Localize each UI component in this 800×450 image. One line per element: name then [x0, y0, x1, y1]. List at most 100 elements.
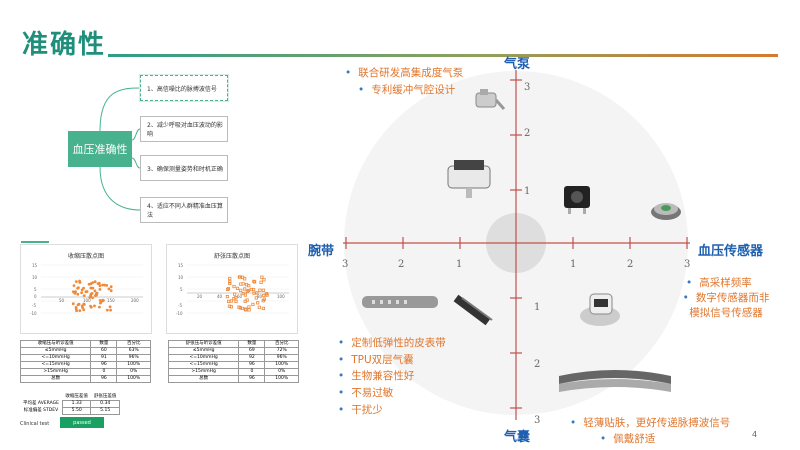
- scatter-point: [228, 281, 232, 286]
- scatter-point: [98, 288, 102, 291]
- svg-text:-10: -10: [30, 311, 37, 316]
- title-divider: [108, 54, 778, 57]
- scatter-point: [96, 282, 100, 285]
- svg-text:5: 5: [34, 287, 37, 292]
- strap-photo: [362, 296, 438, 308]
- pump-bullet-2: 专利缓冲气腔设计: [358, 82, 455, 97]
- clinical-test-label: Clinical test: [20, 421, 50, 427]
- scatter-point: [99, 300, 103, 304]
- scatter-point: [229, 299, 234, 303]
- sensor-bullet-2: 数字传感器而非模拟信号传感器: [678, 291, 774, 321]
- scatter-point: [89, 305, 93, 309]
- tick-right-3: 3: [684, 259, 691, 270]
- page-number: 4: [752, 430, 758, 439]
- scatter-point: [93, 304, 96, 308]
- scatter-point: [87, 282, 91, 286]
- scatter-point: [258, 288, 262, 292]
- svg-text:-10: -10: [176, 311, 183, 316]
- scatter-point: [82, 294, 86, 297]
- scatter-point: [80, 288, 84, 292]
- scatter-point: [239, 288, 243, 293]
- scatter-point: [74, 290, 77, 294]
- scatter-point: [229, 305, 233, 309]
- tick-top-2: 2: [524, 128, 531, 139]
- svg-text:5: 5: [180, 287, 183, 292]
- scatter-point: [227, 304, 232, 308]
- scatter-point: [262, 293, 266, 298]
- scatter-point: [95, 293, 98, 297]
- scatter-point: [261, 306, 265, 311]
- scatter-point: [243, 293, 247, 297]
- axis-label-sensor: 血压传感器: [698, 244, 764, 259]
- scatter-point: [241, 275, 245, 279]
- scatter-point: [76, 303, 80, 307]
- svg-text:-5: -5: [32, 303, 36, 308]
- page-title: 准确性: [22, 30, 107, 60]
- strap-bullet-5: 干扰少: [338, 402, 383, 417]
- axis-label-pump: 气泵: [504, 57, 531, 72]
- mindmap-node-1: 1、高信噪比的脉搏波信号: [139, 74, 229, 102]
- tick-bottom-3: 3: [534, 415, 541, 426]
- scatter-point: [108, 305, 112, 309]
- strap-bullet-3: 生物兼容性好: [338, 368, 414, 383]
- scatter-point: [84, 290, 88, 294]
- scatter-point: [228, 276, 232, 281]
- scatter-point: [109, 289, 113, 293]
- scatter-point: [71, 290, 75, 294]
- strap-bullet-4: 不易过敏: [338, 385, 393, 400]
- svg-text:10: 10: [32, 275, 38, 280]
- tick-right-1: 1: [570, 259, 577, 270]
- svg-text:15: 15: [178, 263, 184, 268]
- scatter-point: [245, 298, 249, 302]
- svg-text:40: 40: [217, 294, 223, 299]
- scatter-point: [109, 308, 112, 312]
- scatter-point: [91, 281, 95, 284]
- tick-right-2: 2: [627, 259, 634, 270]
- scatter-point: [233, 292, 237, 296]
- device-photo: [580, 293, 620, 326]
- scatter-point: [74, 280, 78, 283]
- sensor-bullet-1: 高采样频率: [686, 275, 752, 290]
- scatter-point: [82, 308, 86, 312]
- scatter-point: [80, 304, 84, 308]
- scatter-point: [257, 305, 261, 309]
- scatter-point: [237, 305, 241, 309]
- svg-text:150: 150: [107, 298, 115, 303]
- sensor-photo-disc: [651, 203, 681, 220]
- pump-bullet-1: 联合研发高集成度气泵: [345, 65, 463, 80]
- scatter-point: [259, 280, 263, 284]
- bladder-bullet-2: 佩戴舒适: [600, 431, 655, 446]
- scatter-point: [240, 306, 244, 311]
- scatter-point: [105, 284, 109, 287]
- scatter-point: [78, 309, 82, 312]
- scatter-point: [239, 282, 243, 286]
- scatter-point: [232, 284, 236, 289]
- scatter-point: [247, 305, 251, 309]
- scatter-point: [103, 283, 106, 287]
- scatter-point: [78, 279, 81, 283]
- mindmap-node-4: 4、适应不同人群精准血压算法: [140, 197, 228, 223]
- chart-title: 收缩压散点图: [67, 253, 104, 260]
- scatter-point: [244, 308, 248, 312]
- axis-label-bladder: 气囊: [504, 430, 531, 445]
- scatter-point: [93, 280, 97, 284]
- scatter-point: [249, 288, 253, 292]
- scatter-point: [234, 296, 238, 300]
- scatter-point: [261, 299, 265, 303]
- axis-label-strap: 腕带: [308, 244, 335, 259]
- tick-bottom-2: 2: [534, 359, 541, 370]
- svg-text:100: 100: [83, 298, 91, 303]
- pump-photo-small: [475, 89, 506, 110]
- mindmap-center: 血压准确性: [68, 131, 132, 167]
- scatter-point: [247, 284, 251, 288]
- scatter-point: [252, 291, 256, 295]
- svg-text:10: 10: [178, 275, 184, 280]
- scatter-point: [261, 288, 265, 292]
- scatter-point: [256, 301, 260, 305]
- scatter-point: [90, 286, 94, 290]
- scatter-point: [75, 309, 78, 313]
